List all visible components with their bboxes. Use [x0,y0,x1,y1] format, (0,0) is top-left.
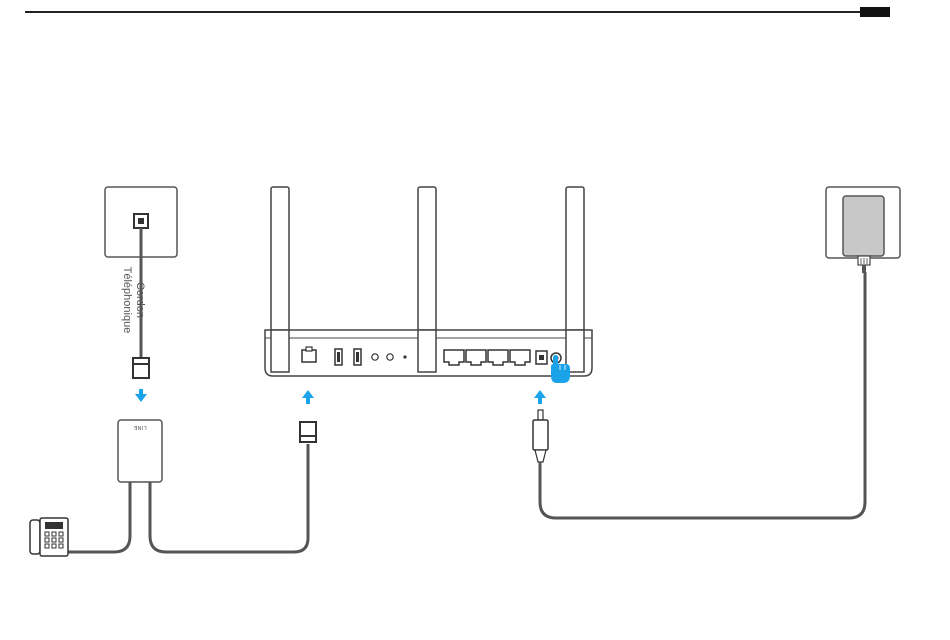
power-jack [536,351,547,364]
arrow-up-icon [302,390,314,404]
splitter [118,420,162,536]
dsl-port [302,347,316,362]
wps-button [372,354,378,360]
telephone-icon [30,518,68,556]
router [265,330,592,376]
reset-button [403,355,406,358]
arrow-up-icon [534,390,546,404]
splitter-label: LINE [120,424,160,430]
phone-cable [68,536,130,552]
phone-cord-label: Cordon Téléphonique [106,240,146,360]
dsl-plug [300,422,316,442]
arrow-down-icon [135,389,147,402]
power-adapter [843,196,884,273]
dsl-cable [150,444,308,552]
power-plug [533,410,548,462]
phone-cord-label-line2: Téléphonique [120,240,133,360]
wifi-button [387,354,393,360]
power-cable [540,272,865,518]
header-rule [25,7,890,17]
phone-cord-label-line1: Cordon [133,240,146,360]
